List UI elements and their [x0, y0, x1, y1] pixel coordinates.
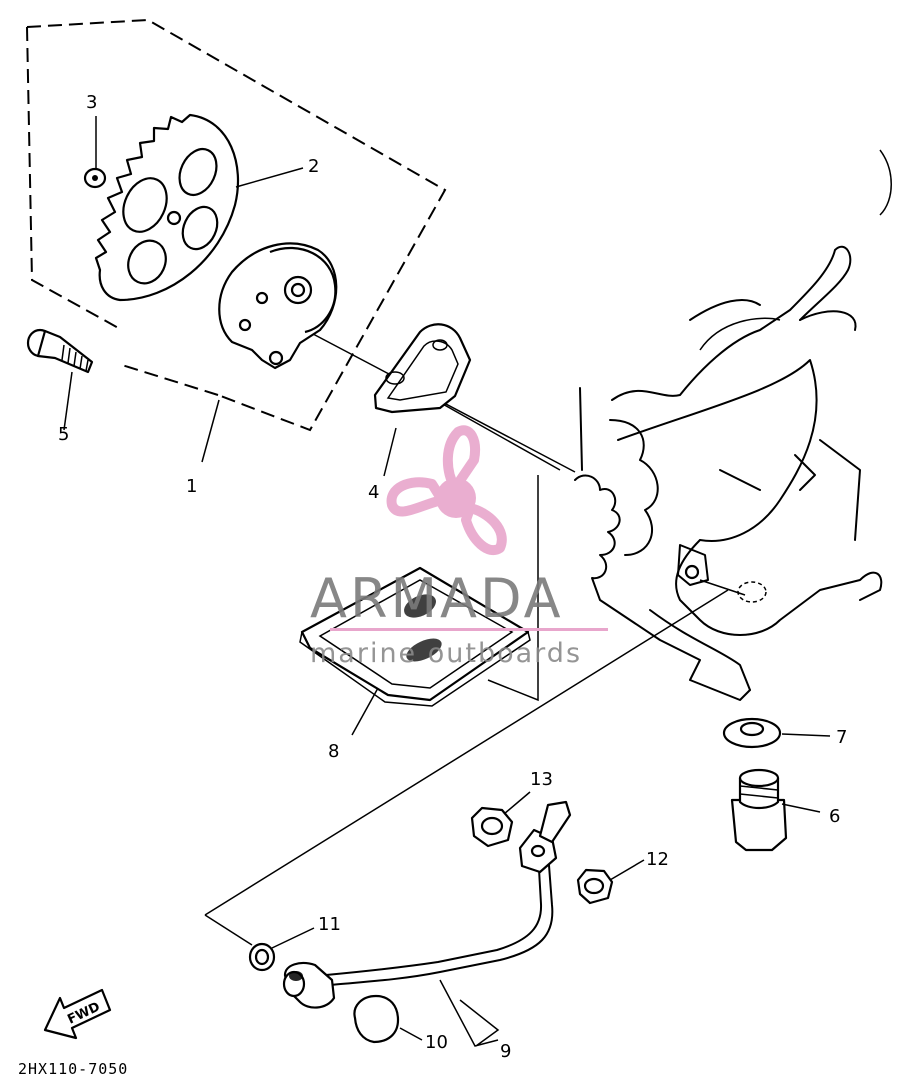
- callout-13: 13: [530, 769, 553, 790]
- pump-gasket: [373, 323, 472, 414]
- pump-bolt: [26, 328, 94, 374]
- gear-clip: [83, 167, 107, 189]
- nut-13: [470, 806, 514, 848]
- oil-delivery-pipe: [282, 800, 572, 1009]
- watermark-rule: [330, 628, 608, 631]
- callout-9: 9: [500, 1041, 511, 1062]
- crankcase-outline: [574, 149, 892, 701]
- callout-3: 3: [86, 92, 97, 113]
- callout-12: 12: [646, 849, 669, 870]
- watermark-brand: ARMADA: [310, 567, 564, 630]
- gasket-11: [248, 942, 276, 972]
- nut-12: [576, 868, 614, 905]
- callout-1: 1: [186, 476, 197, 497]
- fwd-arrow-icon: FWD: [43, 988, 112, 1040]
- callout-leaders: [63, 116, 831, 1047]
- callout-11: 11: [318, 914, 341, 935]
- driven-gear: [94, 113, 240, 302]
- drain-bolt: [730, 768, 788, 852]
- callout-labels: 1 2 3 4 5 6 7 8 9 10 11 12 13: [58, 92, 847, 1062]
- watermark: ARMADA marine outboards: [310, 425, 608, 669]
- oil-pump-assembly: [218, 242, 338, 370]
- callout-7: 7: [836, 727, 847, 748]
- propeller-logo-icon: [386, 425, 507, 555]
- assembly-group-outline: [26, 18, 447, 432]
- callout-8: 8: [328, 741, 339, 762]
- callout-2: 2: [308, 156, 319, 177]
- oil-strainer: [299, 566, 531, 707]
- cap-10: [353, 994, 400, 1044]
- callout-5: 5: [58, 424, 69, 445]
- drain-washer: [722, 717, 782, 749]
- callout-6: 6: [829, 806, 840, 827]
- callout-4: 4: [368, 482, 379, 503]
- watermark-tagline: marine outboards: [310, 638, 582, 669]
- callout-10: 10: [425, 1032, 448, 1053]
- drawing-code: 2HX110-7050: [18, 1060, 128, 1078]
